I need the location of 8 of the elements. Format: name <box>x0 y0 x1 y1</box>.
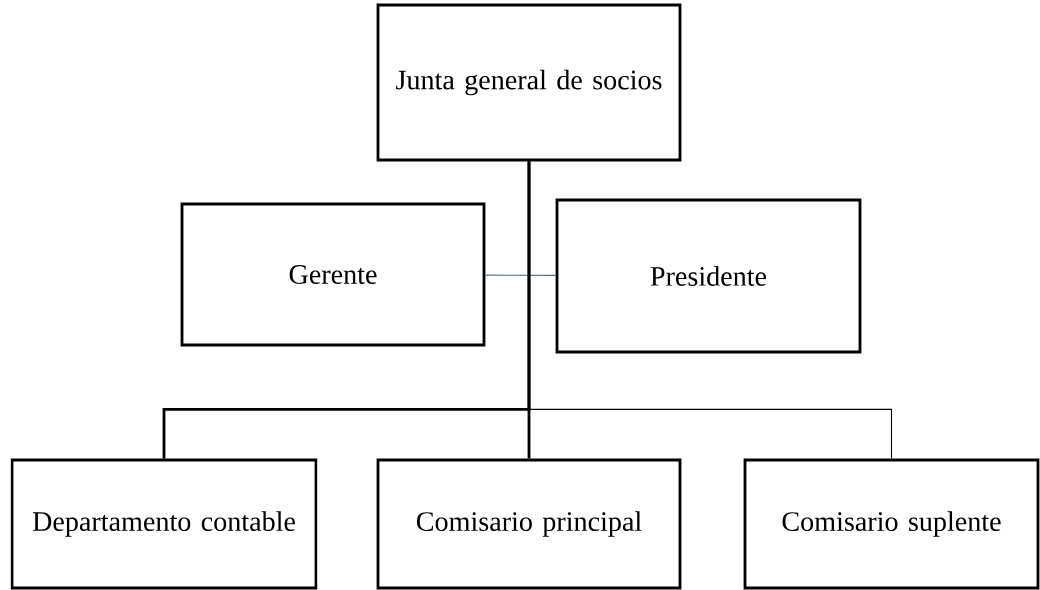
org-box: Comisario principal <box>376 458 682 590</box>
org-box: Comisario suplente <box>743 458 1040 590</box>
org-box: Presidente <box>555 198 862 354</box>
org-box: Gerente <box>180 202 486 347</box>
connector-line <box>484 274 557 276</box>
connector-line <box>528 160 892 460</box>
org-box: Junta general de socios <box>376 3 682 162</box>
org-box: Departamento contable <box>10 458 318 590</box>
